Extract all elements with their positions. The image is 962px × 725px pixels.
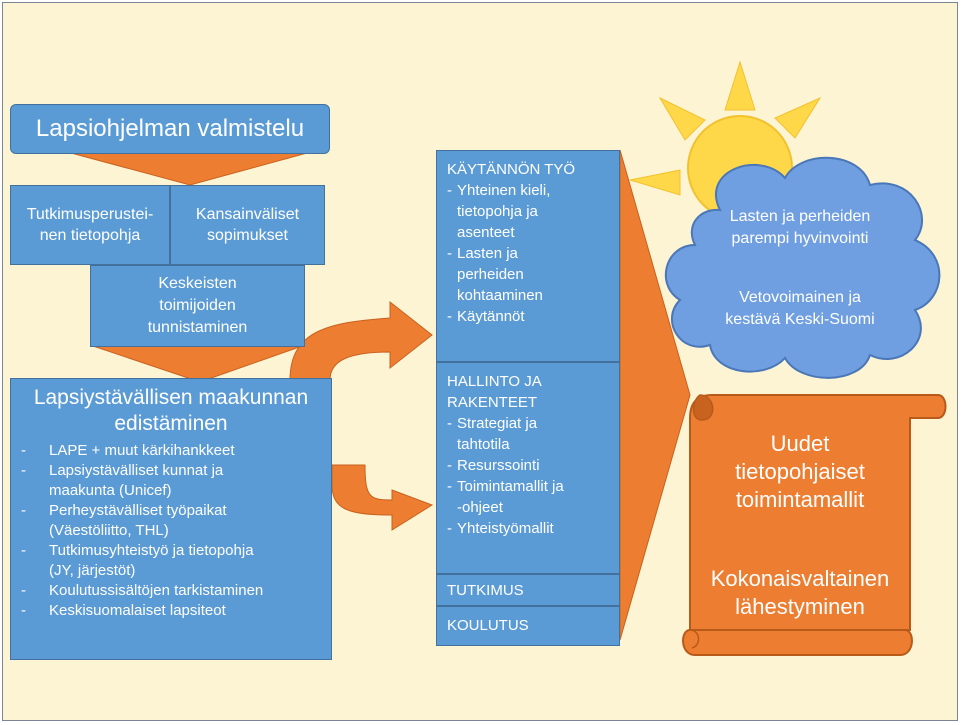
box-keskeisten-text: Keskeisten toimijoiden tunnistaminen: [147, 275, 248, 336]
list-item: -Tutkimusyhteistyö ja tietopohja (JY, jä…: [21, 542, 254, 579]
arrow-curved-lower: [331, 464, 434, 531]
sun-ray: [629, 169, 681, 196]
box-tutkimusperusteinen: Tutkimusperustei- nen tietopohja: [10, 185, 170, 265]
list-item: -Resurssointi: [447, 457, 540, 474]
list-item: -Lapsiystävälliset kunnat ja maakunta (U…: [21, 462, 224, 499]
box-kaytannon-tyo: KÄYTÄNNÖN TYÖ -Yhteinen kieli, tietopohj…: [436, 150, 620, 362]
list-item: -Keskisuomalaiset lapsiteot: [21, 602, 226, 619]
list-item: -LAPE + muut kärkihankkeet: [21, 442, 235, 459]
scroll-text-2: Kokonaisvaltainen lähestyminen: [710, 566, 890, 619]
lapsiystavallisen-title: Lapsiystävällisen maakunnan edistäminen: [33, 386, 309, 435]
lapsiystavallisen-list: -LAPE + muut kärkihankkeet -Lapsiystäväl…: [11, 441, 331, 621]
scroll-banner-shape: [682, 394, 947, 656]
cloud-text-2: Vetovoimainen ja kestävä Keski-Suomi: [725, 289, 875, 328]
cloud-icon: [664, 156, 941, 379]
box-kansainvaliset-text: Kansainväliset sopimukset: [195, 206, 300, 244]
box-kansainvaliset: Kansainväliset sopimukset: [170, 185, 325, 265]
box-lapsiystavallisen: Lapsiystävällisen maakunnan edistäminen …: [10, 378, 332, 660]
tutkimus-text: TUTKIMUS: [447, 582, 524, 599]
arrow-right-large: [619, 149, 691, 641]
top-box: Lapsiohjelman valmistelu: [10, 104, 330, 154]
sun-ray: [658, 96, 706, 141]
hallinto-list: -Strategiat ja tahtotila -Resurssointi -…: [447, 413, 609, 539]
list-item: -Perheystävälliset työpaikat (Väestöliit…: [21, 502, 227, 539]
list-item: -Lasten ja perheiden kohtaaminen: [447, 245, 543, 304]
list-item: -Käytännöt: [447, 308, 525, 325]
box-tutkimusperusteinen-text: Tutkimusperustei- nen tietopohja: [26, 206, 154, 244]
list-item: -Toimintamallit ja -ohjeet: [447, 478, 564, 516]
arrow-down-middle: [89, 344, 306, 383]
list-item: -Yhteistyömallit: [447, 520, 554, 537]
hallinto-title: HALLINTO JA RAKENTEET: [447, 373, 542, 411]
list-item: -Strategiat ja tahtotila: [447, 415, 538, 453]
list-item: -Yhteinen kieli, tietopohja ja asenteet: [447, 182, 551, 241]
kaytannon-title: KÄYTÄNNÖN TYÖ: [447, 161, 576, 178]
top-box-title: Lapsiohjelman valmistelu: [35, 115, 305, 142]
box-tutkimus: TUTKIMUS: [436, 574, 620, 606]
cloud-text-1: Lasten ja perheiden parempi hyvinvointi: [729, 208, 871, 247]
box-keskeisten: Keskeisten toimijoiden tunnistaminen: [90, 265, 305, 347]
box-hallinto: HALLINTO JA RAKENTEET -Strategiat ja tah…: [436, 362, 620, 574]
scroll-text-1: Uudet tietopohjaiset toimintamallit: [735, 431, 865, 512]
arrow-down-top: [59, 149, 319, 186]
arrow-curved-upper: [289, 300, 433, 381]
sun-ray: [774, 96, 822, 139]
sun-ray: [724, 60, 756, 111]
list-item: -Koulutussisältöjen tarkistaminen: [21, 582, 264, 599]
kaytannon-list: -Yhteinen kieli, tietopohja ja asenteet …: [447, 180, 609, 327]
box-koulutus: KOULUTUS: [436, 606, 620, 646]
koulutus-text: KOULUTUS: [447, 617, 529, 634]
